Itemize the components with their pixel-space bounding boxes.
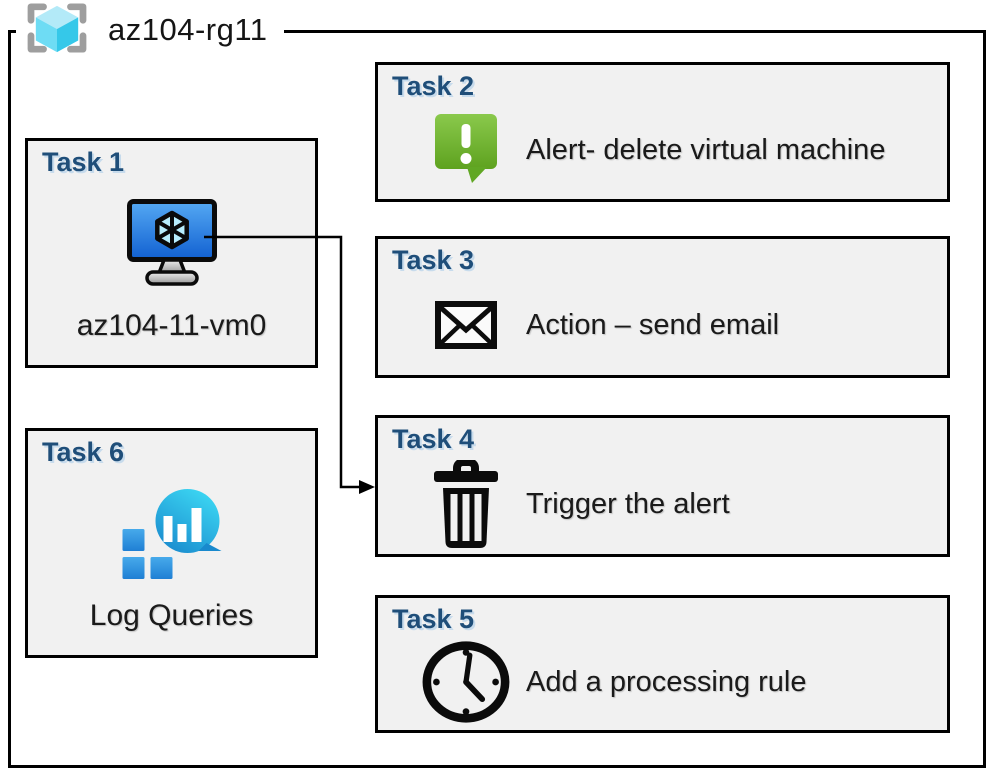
- alert-icon: [416, 113, 516, 187]
- task-box-1: Task 1: [25, 138, 318, 368]
- vm-name-caption: az104-11-vm0: [76, 309, 267, 342]
- task-6-label: Task 6: [42, 437, 125, 467]
- task-box-6: Task 6 Log Q: [25, 428, 318, 658]
- task-4-text: Trigger the alert: [526, 487, 730, 520]
- task-3-label: Task 3: [392, 245, 475, 275]
- task-5-text: Add a processing rule: [526, 665, 807, 698]
- task-4-label: Task 4: [392, 424, 475, 454]
- resource-group-header: az104-rg11: [16, 2, 284, 58]
- task-box-3: Task 3 Action – send email: [375, 236, 950, 378]
- task-3-text: Action – send email: [526, 308, 780, 341]
- resource-group-name: az104-rg11: [108, 12, 268, 47]
- task-2-label: Task 2: [392, 71, 475, 101]
- delete-trash-icon: [416, 460, 516, 548]
- task-2-text: Alert- delete virtual machine: [526, 133, 886, 166]
- task-5-label: Task 5: [392, 604, 475, 634]
- task-box-4: Task 4 Trigger the alert: [375, 415, 950, 557]
- virtual-machine-icon: [126, 199, 218, 294]
- email-icon: [416, 301, 516, 349]
- log-queries-caption: Log Queries: [89, 599, 254, 632]
- resource-group-icon: [20, 2, 94, 59]
- log-queries-icon: [120, 487, 223, 585]
- task-1-label: Task 1: [42, 147, 125, 177]
- task-box-2: Task 2 Alert- delete virtual machine: [375, 62, 950, 202]
- clock-icon: [416, 640, 516, 724]
- task-box-5: Task 5 Add a processing rule: [375, 595, 950, 733]
